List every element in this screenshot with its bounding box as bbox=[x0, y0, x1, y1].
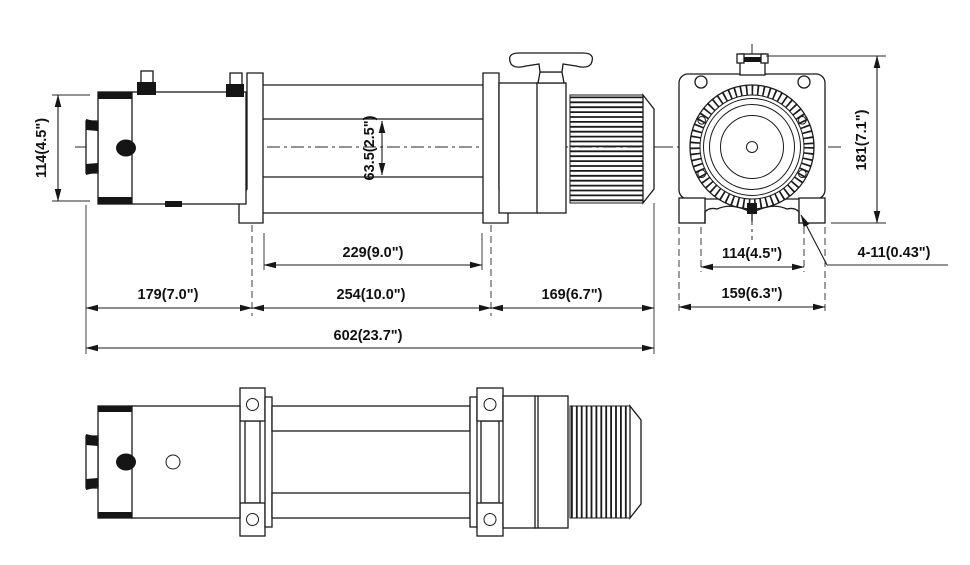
flange-bolt-circle bbox=[697, 116, 707, 125]
plan-tie-bar-top bbox=[271, 405, 471, 432]
dim-center-length-label: 254(10.0") bbox=[337, 287, 406, 303]
motor-end-cap-lug-top bbox=[86, 119, 98, 131]
drum-flange-serration-ring bbox=[690, 85, 814, 209]
plan-mounting-plate-right bbox=[469, 387, 504, 537]
side-gearbox bbox=[498, 52, 655, 214]
gear-end-cap bbox=[629, 404, 642, 520]
plan-gearbox bbox=[502, 395, 642, 529]
leader-line-mounting-holes bbox=[800, 214, 828, 266]
dim-drum-length-label: 229(9.0") bbox=[343, 245, 404, 261]
plate-bolt-hole bbox=[483, 513, 497, 526]
side-dimensions: 114(4.5") 63.5(2.5") 229(9.0") 179(7.0")… bbox=[34, 94, 655, 354]
motor-cap-band-bottom bbox=[98, 197, 132, 204]
plate-pad-bottom bbox=[239, 502, 266, 537]
drum-rim-circle-outer bbox=[703, 98, 801, 196]
drum-hub-circle bbox=[720, 115, 784, 179]
motor-shaft-boss bbox=[116, 453, 136, 471]
drum-flange-edge-left bbox=[264, 396, 273, 528]
dim-gear-length-label: 169(6.7") bbox=[542, 287, 603, 303]
mounting-bolt-hole-top-left bbox=[694, 75, 708, 89]
motor-bottom-clamp bbox=[165, 201, 182, 207]
plan-motor bbox=[85, 405, 241, 519]
tie-bar-tab-right bbox=[760, 53, 769, 64]
flange-bolt-circle bbox=[697, 169, 707, 178]
end-foot-left bbox=[678, 197, 706, 224]
dim-overall-length-label: 602(23.7") bbox=[334, 328, 403, 344]
plate-bolt-hole bbox=[246, 398, 259, 411]
drum-center-hole bbox=[746, 141, 758, 153]
tie-bar-tab-left bbox=[736, 53, 745, 64]
plate-bar bbox=[244, 420, 261, 504]
terminal-cap bbox=[229, 72, 243, 86]
dim-motor-height-label: 114(4.5") bbox=[34, 118, 50, 178]
plate-bolt-hole bbox=[246, 513, 259, 526]
plate-pad-top bbox=[476, 387, 504, 422]
drum-support-plate-left bbox=[238, 72, 264, 224]
dim-drum-diameter-label: 63.5(2.5") bbox=[362, 115, 378, 180]
plan-mounting-plate-left bbox=[239, 387, 273, 537]
motor-drain-hole bbox=[165, 454, 181, 470]
dim-base-width-label: 159(6.3") bbox=[722, 286, 783, 302]
drum-flange-edge-right bbox=[469, 396, 478, 528]
tie-bar-bolt-band bbox=[744, 57, 761, 62]
terminal-cap bbox=[140, 70, 154, 84]
motor-end-cap-lug-bottom bbox=[86, 163, 98, 175]
terminal-base bbox=[137, 82, 156, 95]
plate-pad-bottom bbox=[476, 502, 504, 537]
bottom-center-bolt bbox=[747, 203, 757, 214]
gear-housing bbox=[498, 82, 567, 214]
dim-motor-length-label: 179(7.0") bbox=[138, 287, 199, 303]
side-view: 114(4.5") 63.5(2.5") 229(9.0") 179(7.0")… bbox=[34, 52, 668, 354]
end-view: 181(7.1") 114(4.5") 159(6.3") 4-11(0.43"… bbox=[660, 44, 948, 312]
motor-cap-band-top bbox=[98, 92, 132, 99]
dim-bolt-spacing-label: 114(4.5") bbox=[722, 246, 782, 262]
dim-overall-height-label: 181(7.1") bbox=[854, 109, 870, 170]
motor-end-cap-lug-bottom bbox=[86, 478, 98, 490]
terminal-base bbox=[226, 84, 244, 97]
plate-pad-top bbox=[239, 387, 266, 422]
drum-end-circles bbox=[689, 84, 815, 222]
plan-view bbox=[85, 387, 642, 537]
flange-bolt-circle bbox=[798, 169, 807, 178]
motor-cap-band-bottom bbox=[98, 512, 132, 518]
plan-tie-bar-bottom bbox=[271, 492, 471, 519]
gear-end-cap bbox=[642, 93, 655, 205]
motor-terminal-stud bbox=[137, 70, 156, 95]
clutch-handle bbox=[508, 52, 594, 73]
motor-cap-band-top bbox=[98, 406, 132, 412]
plate-bar bbox=[480, 420, 500, 504]
drum-flange-inner-circle bbox=[699, 94, 805, 200]
motor-shaft-boss bbox=[116, 139, 136, 157]
end-dimensions: 181(7.1") 114(4.5") 159(6.3") 4-11(0.43"… bbox=[678, 55, 948, 312]
side-drum bbox=[238, 72, 509, 224]
mounting-bolt-hole-top-right bbox=[797, 75, 811, 89]
drum-rim-circle-inner bbox=[709, 104, 795, 190]
side-motor bbox=[85, 70, 247, 207]
plate-bolt-hole bbox=[483, 398, 497, 411]
motor-terminal-stud-2 bbox=[226, 72, 244, 97]
clutch-stem bbox=[537, 71, 565, 84]
dim-mounting-holes-label: 4-11(0.43") bbox=[858, 245, 931, 261]
flange-bolt-circle bbox=[798, 116, 807, 125]
motor-end-cap-lug-top bbox=[86, 434, 98, 446]
